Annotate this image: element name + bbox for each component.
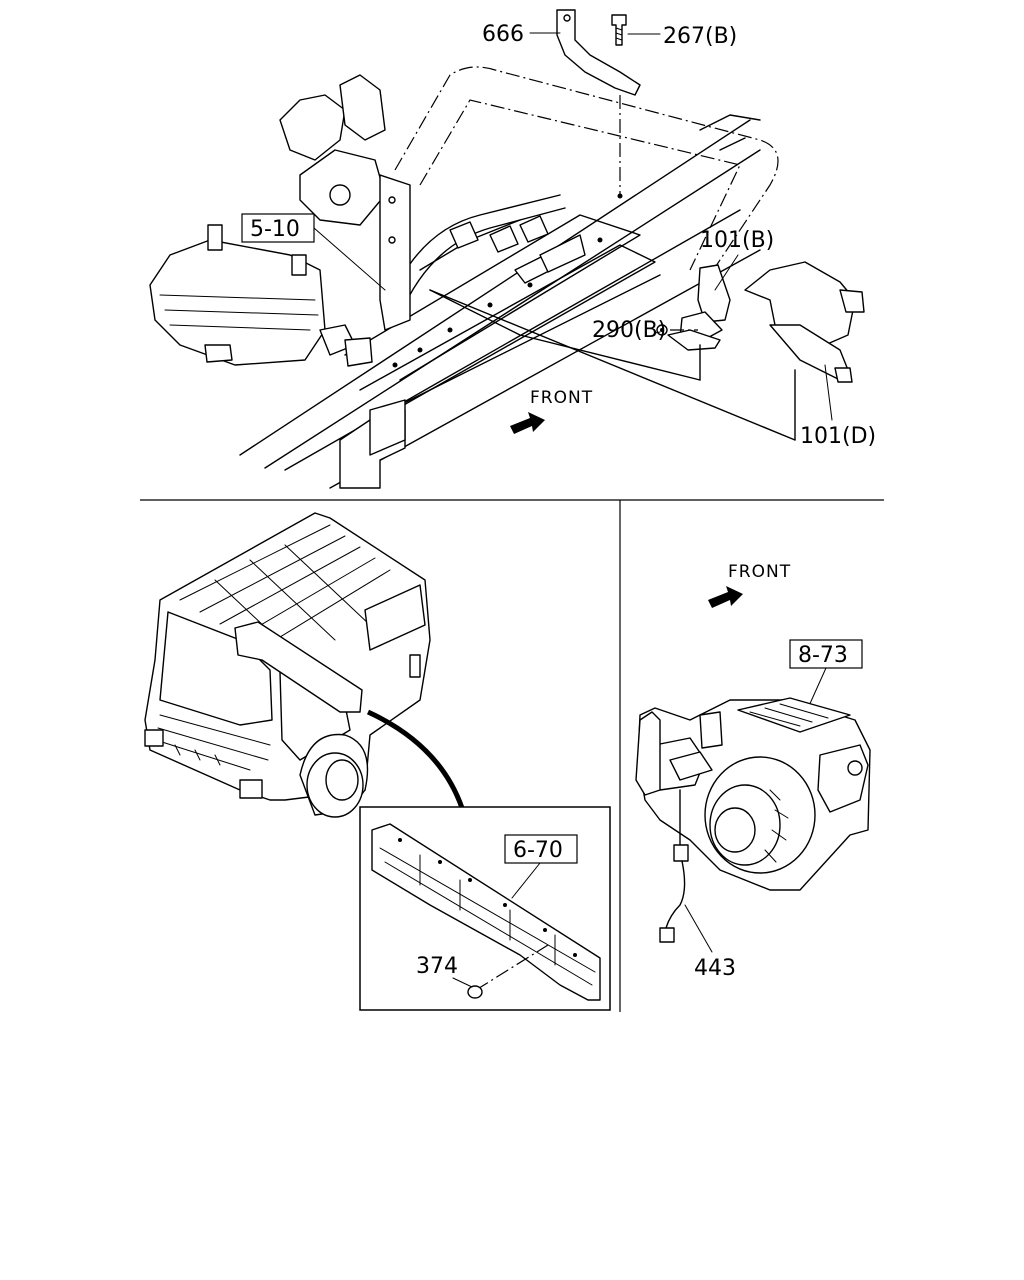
chassis-frame-drawing (149, 9, 865, 489)
front-arrow-icon (708, 586, 743, 608)
truck-cab-drawing (144, 512, 431, 818)
ref-box-5-10: 5-10 (241, 213, 315, 243)
blower-unit-drawing (635, 697, 871, 943)
label-6-70: 6-70 (513, 838, 563, 863)
front-direction-top: FRONT (510, 388, 593, 434)
label-101b: 101(B) (700, 228, 774, 253)
label-267b: 267(B) (663, 24, 737, 49)
front-direction-right: FRONT (708, 562, 791, 608)
label-5-10: 5-10 (250, 217, 300, 242)
front-label-right: FRONT (728, 562, 791, 582)
label-290b: 290(B) (592, 318, 666, 343)
label-101d: 101(D) (800, 424, 876, 449)
label-443: 443 (694, 956, 736, 981)
front-arrow-icon (510, 412, 545, 434)
ref-box-6-70: 6-70 (504, 834, 578, 864)
label-666: 666 (482, 22, 524, 47)
label-374: 374 (416, 954, 458, 979)
ref-box-8-73: 8-73 (789, 639, 863, 669)
label-8-73: 8-73 (798, 643, 848, 668)
front-label-top: FRONT (530, 388, 593, 408)
inset-detail-panel (359, 806, 611, 1011)
